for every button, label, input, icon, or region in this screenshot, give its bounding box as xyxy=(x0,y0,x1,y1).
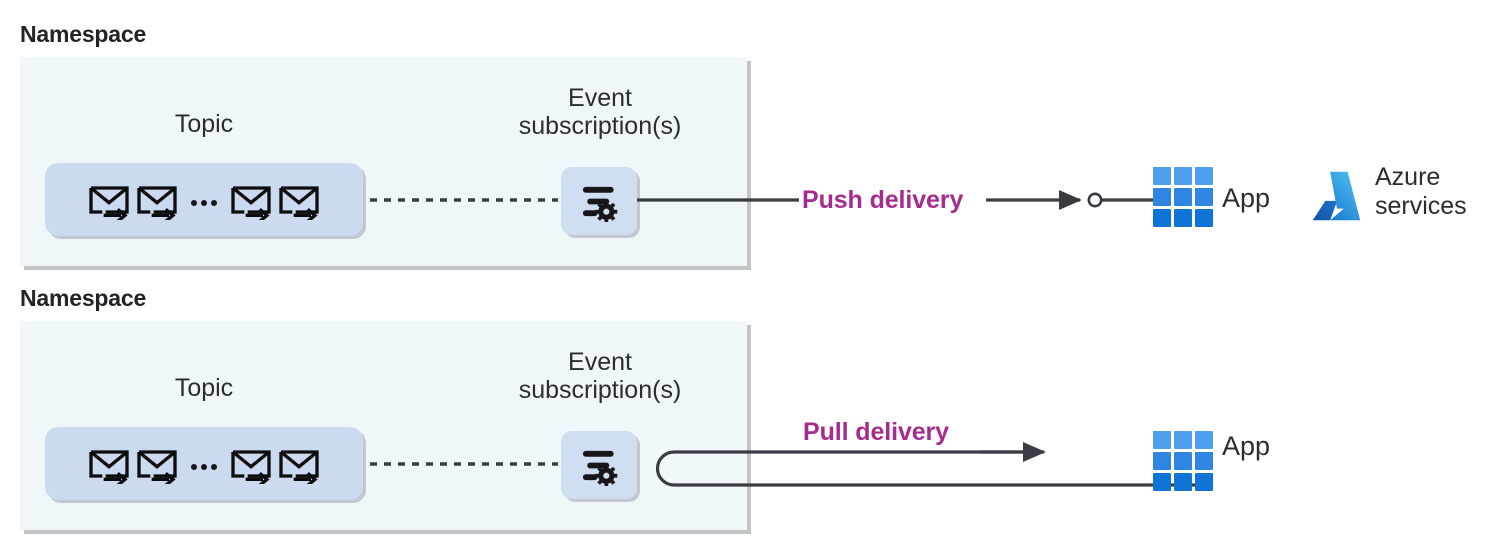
pull-delivery-label: Pull delivery xyxy=(803,418,949,446)
app-label-pull: App xyxy=(1222,431,1271,461)
namespace-heading-push: Namespace xyxy=(20,21,147,47)
ellipsis-icon xyxy=(182,199,226,206)
push-delivery-label: Push delivery xyxy=(802,186,964,214)
topic-subscription-connector-push xyxy=(370,198,558,202)
event-subscription-tile-push[interactable] xyxy=(561,167,637,235)
azure-logo-icon xyxy=(1312,171,1361,221)
push-delivery-line-left xyxy=(637,198,799,202)
subscription-label-pull: Event subscription(s) xyxy=(518,348,682,404)
app-grid-icon-push xyxy=(1153,167,1213,227)
envelope-with-arrow-icon xyxy=(276,180,322,220)
envelope-with-arrow-icon xyxy=(134,444,180,484)
topic-subscription-connector-pull xyxy=(370,462,558,466)
azure-services-label: Azure services xyxy=(1375,163,1467,220)
subscription-label-push: Event subscription(s) xyxy=(518,84,682,140)
event-subscription-tile-pull[interactable] xyxy=(561,431,637,499)
topic-pill-push[interactable] xyxy=(45,163,363,236)
envelope-with-arrow-icon xyxy=(134,180,180,220)
app-label-push: App xyxy=(1222,183,1271,213)
topic-label-push: Topic xyxy=(174,110,234,138)
envelope-with-arrow-icon xyxy=(228,444,274,484)
envelope-with-arrow-icon xyxy=(276,444,322,484)
topic-label-pull: Topic xyxy=(174,374,234,402)
ellipsis-icon xyxy=(182,463,226,470)
pull-delivery-loop xyxy=(655,441,1206,487)
filter-gear-icon xyxy=(577,445,621,486)
push-delivery-arrow xyxy=(986,189,1154,211)
namespace-heading-pull: Namespace xyxy=(20,285,147,311)
filter-gear-icon xyxy=(577,181,621,222)
endpoint-circle-icon xyxy=(1087,192,1103,208)
envelope-with-arrow-icon xyxy=(86,180,132,220)
envelope-with-arrow-icon xyxy=(228,180,274,220)
envelope-with-arrow-icon xyxy=(86,444,132,484)
topic-pill-pull[interactable] xyxy=(45,427,363,500)
app-grid-icon-pull xyxy=(1153,431,1213,491)
